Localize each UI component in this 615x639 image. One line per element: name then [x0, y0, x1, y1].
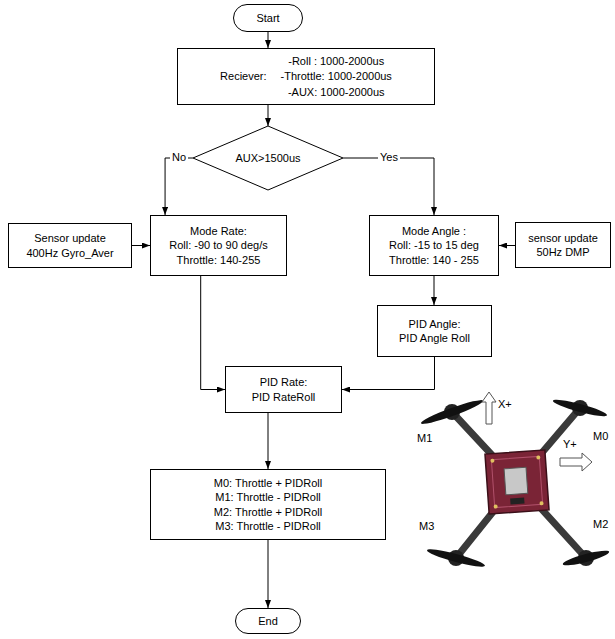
node-text: Start — [256, 11, 279, 25]
axis-arrow — [482, 392, 496, 424]
node-text: Mode Angle : — [402, 224, 466, 238]
node-text: -Throttle: 1000-2000us — [281, 69, 392, 83]
sensor-box: Sensor update 400Hz Gyro_Aver — [8, 223, 132, 268]
motor-label: M0 — [592, 430, 609, 443]
input-box: -Roll : 1000-2000usReciever: -Throttle: 1… — [177, 48, 435, 105]
flow-arrow — [499, 245, 515, 246]
terminal-pill: End — [235, 608, 301, 634]
flow-arrow — [268, 105, 269, 126]
axis-label: Y+ — [562, 438, 578, 451]
flow-arrow — [268, 32, 269, 48]
node-text: M2: Throttle + PIDRoll — [214, 505, 322, 519]
flow-arrow — [201, 276, 225, 390]
node-text: -AUX: 1000-2000us — [281, 85, 392, 99]
flow-arrow — [342, 357, 435, 390]
process-box: Mode Angle :Roll: -15 to 15 degThrottle:… — [369, 215, 499, 276]
motor-label: M2 — [592, 518, 609, 531]
node-text: M3: Throttle - PIDRoll — [215, 519, 321, 533]
node-text: PID RateRoll — [252, 390, 316, 404]
motor-label: M3 — [418, 520, 435, 533]
branch-label: No — [170, 151, 188, 164]
node-text: PID Angle Roll — [399, 331, 470, 345]
process-box: Mode Rate:Roll: -90 to 90 deg/sThrottle:… — [150, 215, 287, 276]
node-text: Throttle: 140 - 255 — [389, 253, 479, 267]
process-box: PID Angle:PID Angle Roll — [377, 305, 492, 357]
axis-label: X+ — [497, 398, 513, 411]
node-text: Mode Rate: — [190, 224, 247, 238]
node-text: Sensor update 400Hz Gyro_Aver — [20, 231, 120, 260]
node-text: sensor update 50Hz DMP — [527, 231, 599, 260]
terminal-pill: Start — [233, 4, 303, 32]
decision-diamond: AUX>1500us — [193, 126, 343, 190]
node-text: Throttle: 140-255 — [177, 253, 261, 267]
flow-arrow — [434, 276, 435, 305]
node-text: AUX>1500us — [235, 151, 300, 165]
quadcopter-frame — [452, 408, 586, 558]
node-text: PID Angle: — [409, 317, 461, 331]
flow-arrow — [343, 158, 434, 215]
flow-arrow — [268, 413, 269, 469]
flow-arrow — [268, 540, 269, 608]
propellers — [420, 397, 611, 570]
branch-label: Yes — [378, 151, 400, 164]
node-text: -Roll : 1000-2000us — [281, 54, 392, 68]
node-text: Roll: -90 to 90 deg/s — [169, 238, 267, 252]
axis-arrow — [560, 453, 592, 471]
process-box: PID Rate:PID RateRoll — [225, 366, 342, 413]
node-text: M0: Throttle + PIDRoll — [214, 476, 322, 490]
node-text: Reciever: — [220, 69, 266, 83]
node-text: PID Rate: — [260, 375, 308, 389]
node-text: End — [258, 614, 278, 628]
sensor-box: sensor update 50Hz DMP — [515, 222, 611, 268]
flow-arrow — [165, 158, 193, 215]
node-text: M1: Throttle - PIDRoll — [215, 490, 321, 504]
output-box: M0: Throttle + PIDRollM1: Throttle - PID… — [150, 469, 386, 540]
flow-arrow — [132, 245, 150, 246]
diamond-shape — [193, 126, 343, 190]
node-text: Roll: -15 to 15 deg — [389, 238, 479, 252]
motor-label: M1 — [416, 432, 433, 445]
